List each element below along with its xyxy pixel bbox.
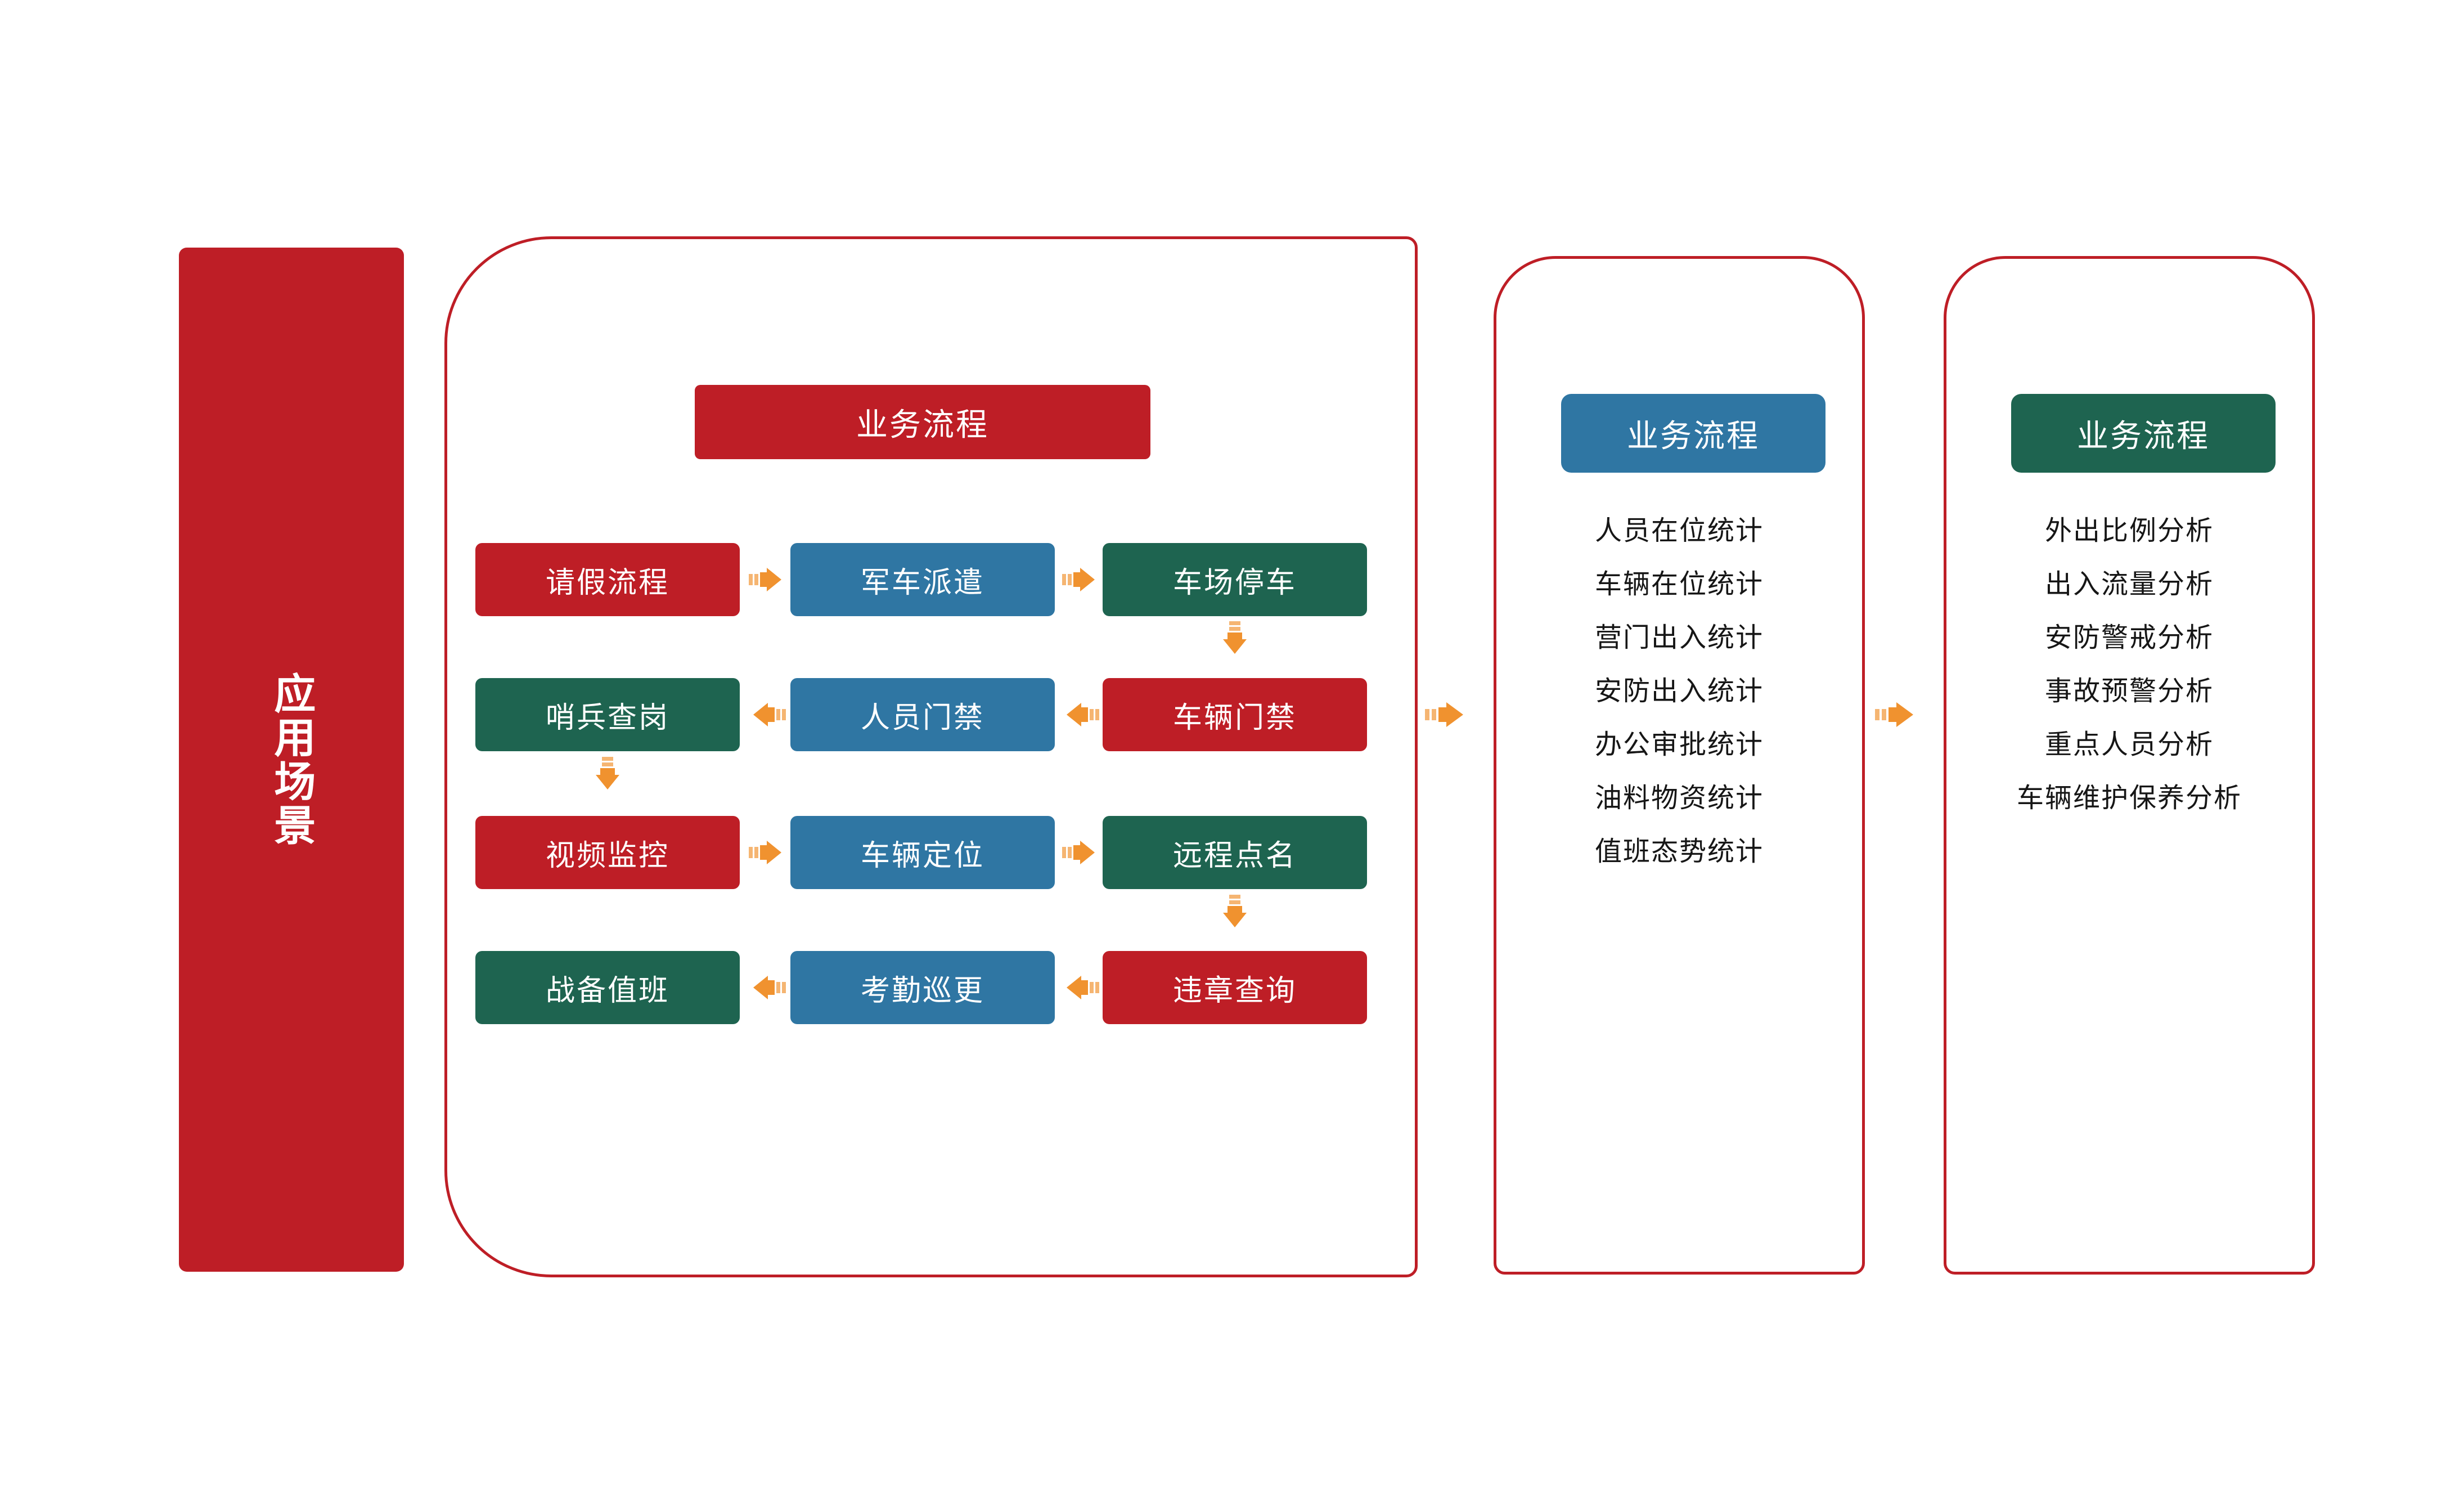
list-item[interactable]: 办公审批统计 <box>1594 730 1764 760</box>
flow-box-cheliangdingwei[interactable]: 车辆定位 <box>790 816 1055 889</box>
list-item[interactable]: 事故预警分析 <box>2044 676 2214 706</box>
flow-box-weizhangchaxun[interactable]: 违章查询 <box>1103 951 1367 1024</box>
list-item[interactable]: 出入流量分析 <box>2044 569 2214 599</box>
flow-box-shipinjiankong[interactable]: 视频监控 <box>475 816 740 889</box>
arrow-right-icon <box>1871 695 1921 734</box>
flow-box-renyuanmenjin[interactable]: 人员门禁 <box>790 678 1055 751</box>
analysis-list: 外出比例分析 出入流量分析 安防警戒分析 事故预警分析 重点人员分析 车辆维护保… <box>1930 518 2329 838</box>
list-item[interactable]: 安防警戒分析 <box>2044 623 2214 653</box>
flow-box-junchepaiqian[interactable]: 军车派遣 <box>790 543 1055 616</box>
list-item[interactable]: 外出比例分析 <box>2044 516 2214 546</box>
list-item[interactable]: 安防出入统计 <box>1594 676 1764 706</box>
business-flow-panel-header: 业务流程 <box>695 385 1150 459</box>
list-item[interactable]: 值班态势统计 <box>1594 837 1764 867</box>
analysis-panel-header: 业务流程 <box>2011 394 2276 473</box>
flow-box-yuanchengdianming[interactable]: 远程点名 <box>1103 816 1367 889</box>
statistics-list: 人员在位统计 车辆在位统计 营门出入统计 安防出入统计 办公审批统计 油料物资统… <box>1494 518 1865 892</box>
flow-box-shaobingchagang[interactable]: 哨兵查岗 <box>475 678 740 751</box>
arrow-right-icon <box>1420 695 1471 734</box>
list-item[interactable]: 油料物资统计 <box>1594 783 1764 813</box>
flow-box-chechangtingche[interactable]: 车场停车 <box>1103 543 1367 616</box>
flow-box-qingjialiucheng[interactable]: 请假流程 <box>475 543 740 616</box>
application-scenario-banner: 应用场景 <box>179 248 404 1272</box>
flow-box-cheliangmenjin[interactable]: 车辆门禁 <box>1103 678 1367 751</box>
list-item[interactable]: 车辆在位统计 <box>1594 569 1764 599</box>
flow-box-kaoqinxungeng[interactable]: 考勤巡更 <box>790 951 1055 1024</box>
list-item[interactable]: 重点人员分析 <box>2044 730 2214 760</box>
statistics-panel-header: 业务流程 <box>1561 394 1825 473</box>
list-item[interactable]: 车辆维护保养分析 <box>2016 783 2242 813</box>
application-scenario-label: 应用场景 <box>268 672 315 847</box>
list-item[interactable]: 营门出入统计 <box>1594 623 1764 653</box>
flow-box-zhanbeizhiban[interactable]: 战备值班 <box>475 951 740 1024</box>
list-item[interactable]: 人员在位统计 <box>1594 516 1764 546</box>
